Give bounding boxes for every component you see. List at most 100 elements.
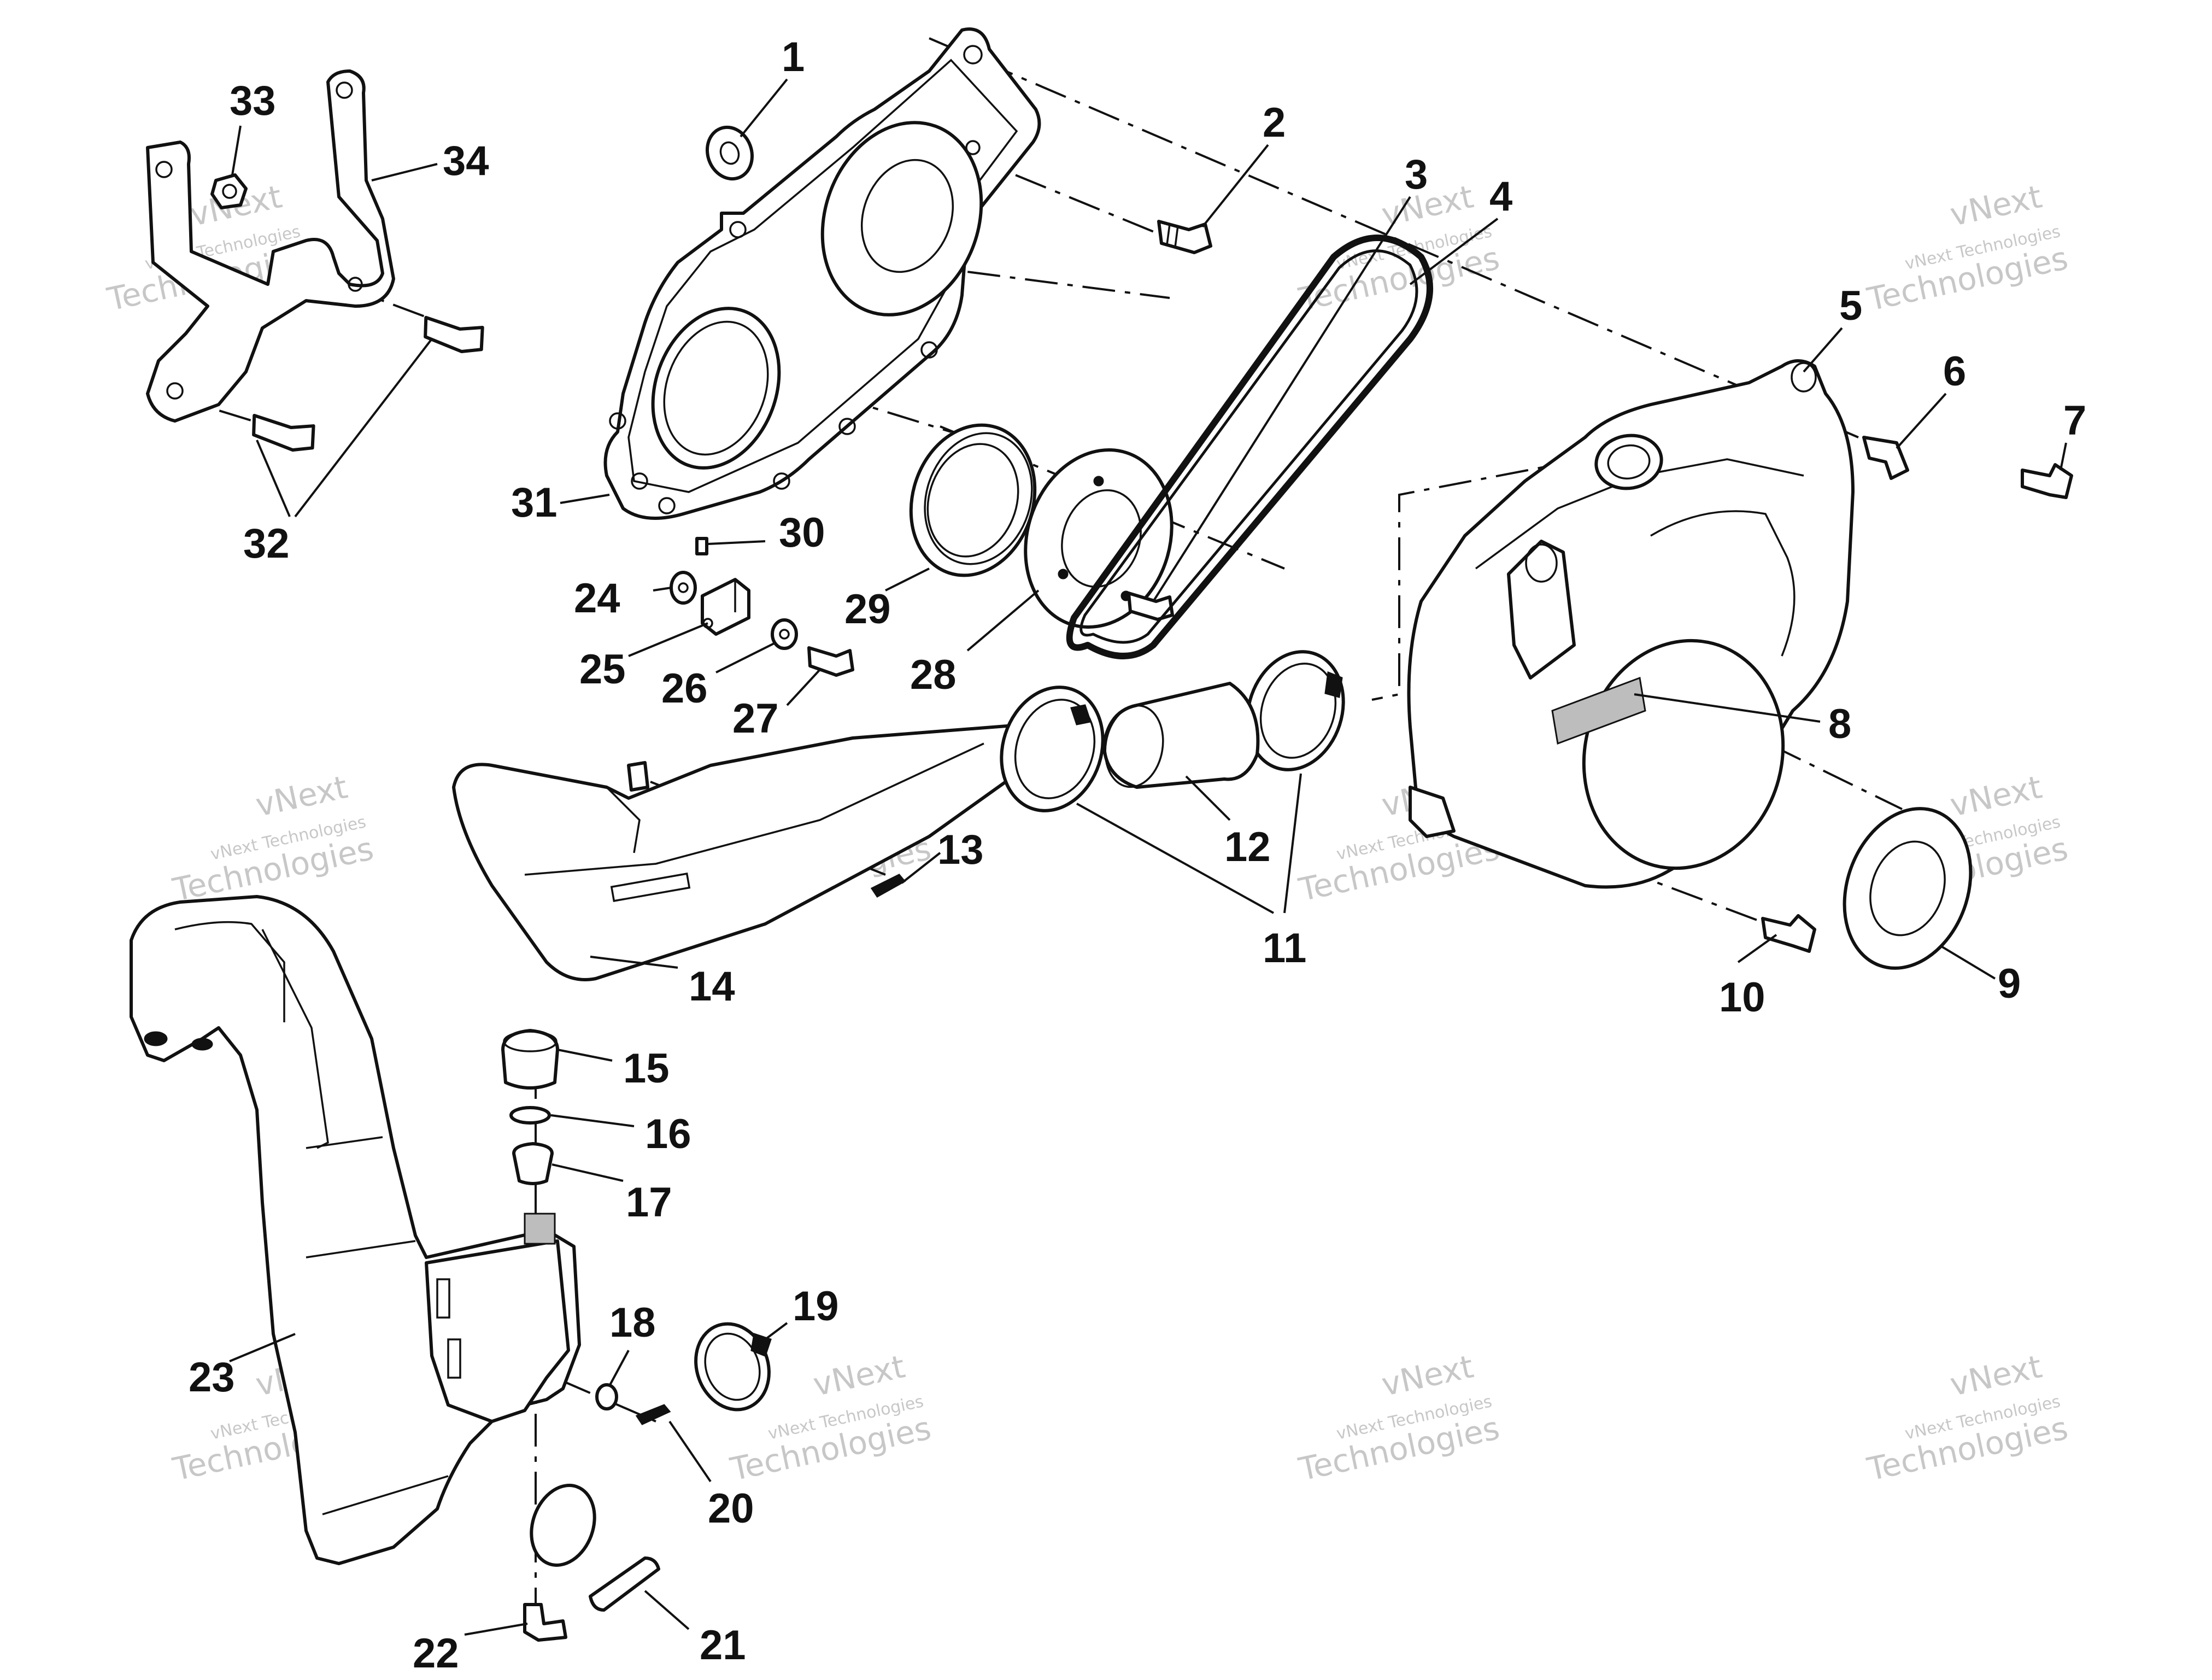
clamp-11-left [1000,686,1105,812]
cover-hole [609,412,626,430]
leader-12 [1185,775,1231,821]
callout-9: 9 [1998,961,2021,1007]
leader-32b [294,338,433,518]
callout-labels: 1 2 3 4 5 6 7 8 9 10 11 12 13 14 15 16 1… [189,34,2086,1677]
cover-hole [658,497,676,514]
hose-21 [589,1556,660,1612]
bolt-body [1157,220,1212,254]
clamp-11-right [1246,650,1345,771]
watermark-text: vNext [1947,1348,2045,1403]
leader-3 [1152,196,1411,602]
leader-26 [715,641,777,674]
callout-1: 1 [782,34,805,80]
duct-14 [452,723,1029,981]
screw-3 [1127,592,1174,621]
bracket-body [146,69,395,423]
screw-body [695,537,708,555]
nut-hole [222,184,237,199]
washer-18 [595,1383,618,1410]
callout-29: 29 [844,586,891,633]
leader-15 [557,1049,613,1062]
callout-32: 32 [243,520,290,567]
housing-slot [436,1278,450,1319]
screw-7 [2021,463,2073,499]
cover-boss-hole [1525,543,1558,583]
bracket-hole [336,81,353,99]
callout-33: 33 [230,78,276,124]
callout-15: 15 [623,1045,670,1092]
callout-30: 30 [779,510,825,556]
leader-19 [764,1322,788,1341]
leader-11b [1283,773,1302,914]
screw-20 [635,1404,671,1425]
hose-body [589,1556,660,1612]
clamp-screw [1324,671,1343,698]
leader-33 [231,125,242,175]
cover-intake-inner [1607,444,1651,480]
callout-17: 17 [626,1179,672,1226]
leader-23 [229,1333,296,1362]
bolt-body [807,646,854,677]
leader-4 [1409,218,1499,285]
clamp-19 [694,1322,772,1412]
leader-32a [256,440,291,517]
housing-crease [306,1240,416,1258]
callout-20: 20 [708,1485,754,1532]
leader-29 [885,567,930,592]
seal-lip [924,432,1033,565]
housing-crease [306,1136,383,1149]
callout-6: 6 [1943,348,1966,395]
leader-34 [371,163,438,182]
callout-24: 24 [574,575,620,622]
belt-inner [1079,249,1418,644]
leader-16 [550,1114,635,1127]
leader-9 [1939,945,1996,980]
leader-24 [653,587,672,592]
washer-ring [595,1383,618,1410]
callout-22: 22 [413,1630,459,1677]
leader-5 [1803,327,1843,373]
callout-26: 26 [661,665,708,712]
cover-hole [963,45,983,65]
nut-33 [210,173,248,209]
callout-27: 27 [732,695,779,742]
callout-16: 16 [645,1111,691,1157]
grommet-17 [512,1142,554,1185]
cover-bore-inner [860,159,954,273]
oring-16 [509,1106,551,1125]
watermark: vNext vNext Technologies Technologies [1864,1348,2072,1488]
screw-30 [695,537,708,555]
centerline-screw-20 [453,1333,656,1423]
callout-5: 5 [1839,283,1862,329]
cap-15 [501,1029,559,1090]
watermark: vNext vNext Technologies Technologies [1295,178,1503,318]
watermark-text: vNext [253,768,351,824]
bolt-32-lower [252,413,315,452]
callout-3: 3 [1405,151,1428,198]
mounting-bracket-34 [146,69,395,423]
callout-31: 31 [511,479,558,526]
cover-hole [838,418,856,435]
bolt-thread [1166,224,1171,245]
bolt-shank [424,315,484,354]
seal-inner [926,443,1019,558]
cover-hole [773,472,790,490]
leader-28 [966,589,1040,652]
plate-inner [1061,489,1142,588]
callout-21: 21 [700,1622,746,1669]
sleeve-end [1104,704,1164,788]
screw-body [1127,592,1174,621]
cover-ear-hole [1791,362,1817,393]
plate-hole [1058,569,1069,579]
drive-belt-4 [1066,235,1433,659]
cover-hole [965,140,981,155]
bracket-hole [166,382,184,400]
oring [509,1106,551,1125]
leader-2 [1201,144,1269,228]
housing-crease [322,1475,449,1515]
watermark-text: vNext [810,1348,908,1403]
housing-slot [447,1338,461,1379]
cover-boss [1507,540,1576,680]
callout-34: 34 [443,138,489,184]
